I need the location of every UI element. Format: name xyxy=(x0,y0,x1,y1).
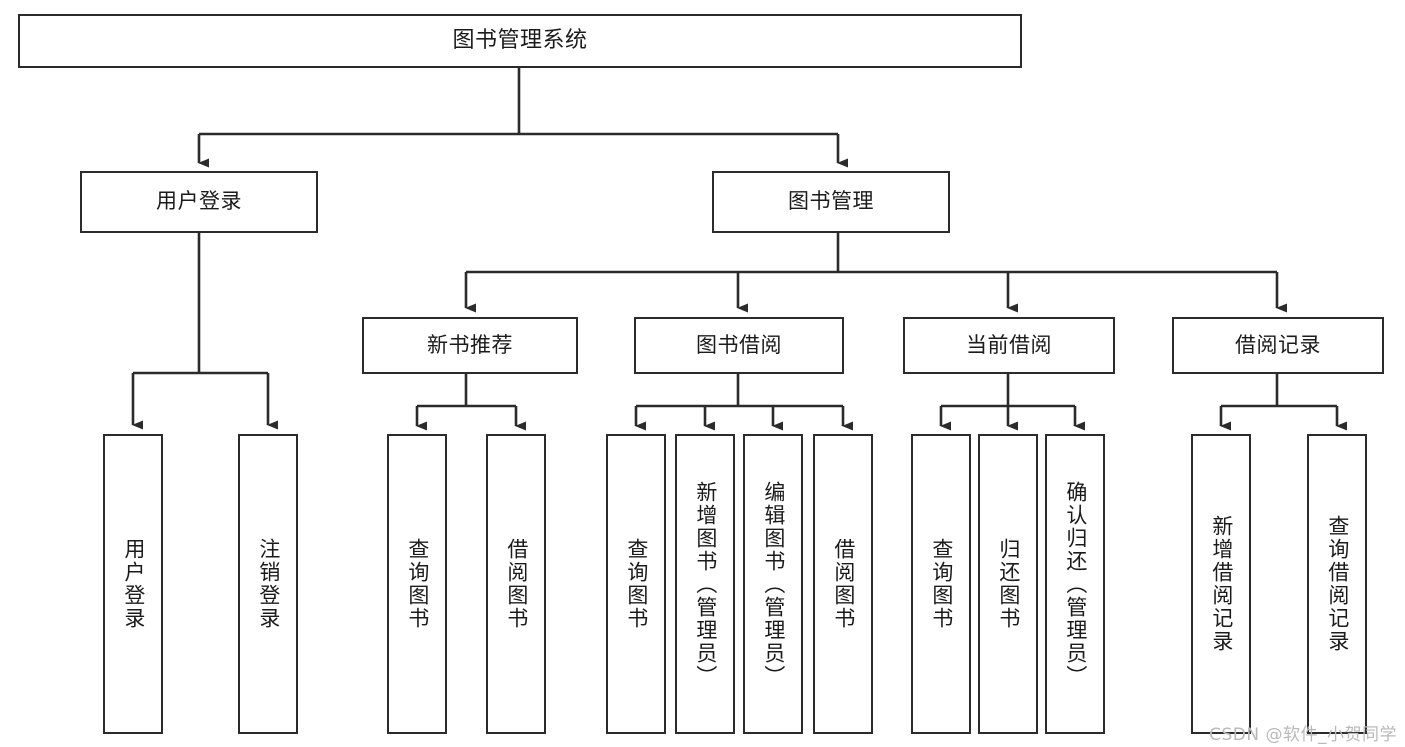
node-leaf-add-book[interactable]: 新增图书（管理员） xyxy=(675,434,735,734)
node-label: 编辑图书（管理员） xyxy=(761,480,786,688)
node-leaf-borrow-book-2[interactable]: 借阅图书 xyxy=(813,434,873,734)
node-book-management[interactable]: 图书管理 xyxy=(712,171,950,233)
node-label: 借阅记录 xyxy=(1235,332,1321,357)
node-label: 新书推荐 xyxy=(427,332,513,357)
node-leaf-borrow-book-1[interactable]: 借阅图书 xyxy=(486,434,546,734)
node-label: 借阅图书 xyxy=(504,538,529,630)
node-label: 图书管理 xyxy=(788,189,874,214)
node-root-book-management-system[interactable]: 图书管理系统 xyxy=(18,14,1022,68)
node-label: 借阅图书 xyxy=(831,538,856,630)
node-label: 查询图书 xyxy=(624,538,649,630)
node-leaf-add-record[interactable]: 新增借阅记录 xyxy=(1191,434,1251,734)
node-borrow-record[interactable]: 借阅记录 xyxy=(1172,317,1384,374)
node-leaf-query-book-3[interactable]: 查询图书 xyxy=(911,434,971,734)
node-label: 归还图书 xyxy=(996,538,1021,630)
node-leaf-query-book-1[interactable]: 查询图书 xyxy=(387,434,447,734)
node-current-borrow[interactable]: 当前借阅 xyxy=(903,317,1115,374)
node-label: 查询图书 xyxy=(405,538,430,630)
node-label: 新增借阅记录 xyxy=(1209,515,1234,653)
node-leaf-confirm-return[interactable]: 确认归还（管理员） xyxy=(1045,434,1105,734)
node-label: 注销登录 xyxy=(256,538,281,630)
node-user-login[interactable]: 用户登录 xyxy=(80,171,318,233)
node-leaf-return-book[interactable]: 归还图书 xyxy=(978,434,1038,734)
node-label: 当前借阅 xyxy=(966,332,1052,357)
node-leaf-user-login[interactable]: 用户登录 xyxy=(103,434,163,734)
node-label: 图书借阅 xyxy=(696,332,782,357)
csdn-watermark: CSDN @软件_小贺同学 xyxy=(1209,725,1397,745)
node-leaf-query-book-2[interactable]: 查询图书 xyxy=(606,434,666,734)
node-label: 用户登录 xyxy=(156,189,242,214)
node-label: 图书管理系统 xyxy=(452,27,588,53)
node-book-borrow[interactable]: 图书借阅 xyxy=(634,317,844,374)
node-leaf-query-record[interactable]: 查询借阅记录 xyxy=(1307,434,1367,734)
node-new-book-recommend[interactable]: 新书推荐 xyxy=(362,317,578,374)
node-label: 新增图书（管理员） xyxy=(693,480,718,688)
node-label: 查询借阅记录 xyxy=(1325,515,1350,653)
node-label: 查询图书 xyxy=(929,538,954,630)
node-leaf-edit-book[interactable]: 编辑图书（管理员） xyxy=(743,434,803,734)
node-leaf-logout[interactable]: 注销登录 xyxy=(238,434,298,734)
node-label: 用户登录 xyxy=(121,538,146,630)
node-label: 确认归还（管理员） xyxy=(1063,480,1088,688)
